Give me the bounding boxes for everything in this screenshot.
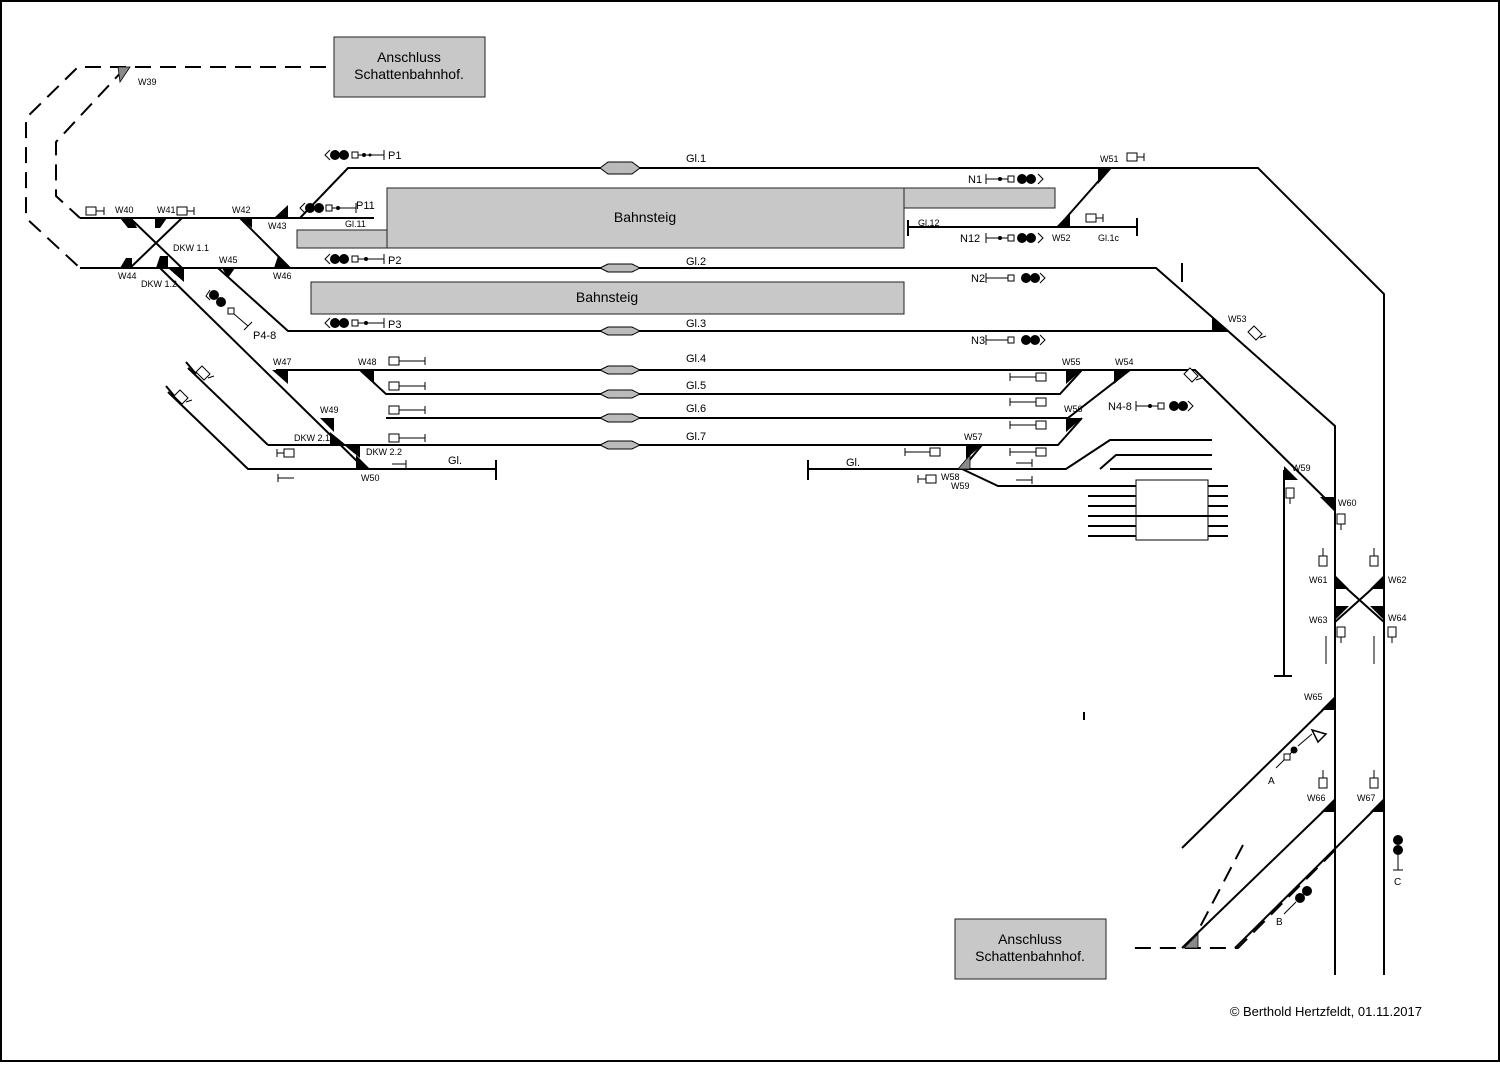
switch-label-w65: W65 (1304, 692, 1323, 702)
switch-label-w52: W52 (1052, 233, 1071, 243)
track-label-gl7: Gl.7 (686, 431, 706, 443)
signal-labels: P1 P11 P2 P3 P4-8 N1 N12 N2 N3 N4-8 A B … (253, 150, 1401, 928)
switch-label-w50: W50 (361, 473, 380, 483)
dashed-connections (25, 66, 1336, 949)
bahnsteig-1: Bahnsteig (296, 187, 1056, 249)
tracks (80, 167, 1385, 975)
switch-label-w49: W49 (320, 405, 339, 415)
signal-b (1283, 886, 1312, 915)
signal-label-b: B (1276, 917, 1283, 928)
switch-label-w51: W51 (1100, 154, 1119, 164)
switch-label-w45: W45 (219, 255, 238, 265)
signal-label-n48: N4-8 (1108, 401, 1132, 413)
anschluss-bottom-line2: Schattenbahnhof. (975, 948, 1085, 964)
switch-label-dkw21: DKW 2.1 (294, 433, 330, 443)
switch-label-w62: W62 (1388, 575, 1407, 585)
switch-label-w59-lower: W59 (951, 481, 970, 491)
signal-label-p1: P1 (388, 150, 401, 162)
switch-label-w58: W58 (941, 472, 960, 482)
main-signals (205, 149, 1403, 915)
switch-label-w60: W60 (1338, 498, 1357, 508)
anschluss-top-line2: Schattenbahnhof. (354, 66, 464, 82)
signal-label-n1: N1 (968, 174, 982, 186)
track-label-gl12: Gl.12 (918, 218, 940, 228)
switch-label-w61: W61 (1309, 575, 1328, 585)
switch-label-w47: W47 (273, 357, 292, 367)
track-label-gl-right: Gl. (846, 457, 860, 469)
track-label-gl3: Gl.3 (686, 318, 706, 330)
track-label-gl4: Gl.4 (686, 353, 706, 365)
anschluss-bottom-line1: Anschluss (998, 931, 1062, 947)
switch-label-w64: W64 (1388, 613, 1407, 623)
switch-label-w63: W63 (1309, 615, 1328, 625)
track-label-gl11: Gl.11 (345, 219, 366, 229)
switch-label-w56: W56 (1064, 404, 1083, 414)
switch-label-w53: W53 (1228, 314, 1247, 324)
signal-label-a: A (1268, 776, 1275, 787)
switch-label-w67: W67 (1357, 793, 1376, 803)
switch-label-w66: W66 (1307, 793, 1326, 803)
anschluss-top-line1: Anschluss (377, 49, 441, 65)
signal-label-n3: N3 (971, 335, 985, 347)
signal-n2 (985, 272, 1046, 284)
signal-p11 (299, 202, 357, 214)
switch-label-dkw22: DKW 2.2 (366, 447, 402, 457)
bahnsteig-2: Bahnsteig (310, 281, 905, 315)
switch-label-w57: W57 (964, 432, 983, 442)
switch-label-w48: W48 (358, 357, 377, 367)
signal-n3 (985, 334, 1046, 346)
signal-n1 (985, 173, 1044, 185)
switch-label-w54: W54 (1115, 357, 1134, 367)
signal-n12 (985, 232, 1044, 244)
track-label-gl5: Gl.5 (686, 380, 706, 392)
signal-p3 (324, 317, 385, 329)
switch-markers (117, 66, 1384, 949)
switch-label-w59: W59 (1292, 463, 1311, 473)
shunting-signals (85, 152, 1397, 789)
anschluss-top-box: Anschluss Schattenbahnhof. (333, 36, 486, 98)
signal-label-n2: N2 (971, 273, 985, 285)
signal-label-p11: P11 (356, 200, 375, 212)
signal-p48 (205, 289, 253, 331)
switch-label-w44: W44 (118, 271, 137, 281)
anschluss-bottom-box: Anschluss Schattenbahnhof. (954, 918, 1107, 980)
bahnsteig-2-label: Bahnsteig (576, 289, 638, 305)
switch-label-w43: W43 (268, 221, 287, 231)
signal-label-p48: P4-8 (253, 330, 276, 342)
switch-label-dkw12: DKW 1.2 (141, 279, 177, 289)
direction-arrows (598, 161, 642, 450)
track-labels: Gl.1 Gl.2 Gl.3 Gl.4 Gl.5 Gl.6 Gl.7 Gl.11… (345, 153, 1120, 469)
switch-label-w40: W40 (115, 205, 134, 215)
signal-a (1275, 728, 1328, 769)
signal-label-p3: P3 (388, 319, 401, 331)
switch-label-w55: W55 (1062, 357, 1081, 367)
switch-label-w42: W42 (232, 205, 251, 215)
track-label-gl1c: Gl.1c (1098, 233, 1120, 243)
signal-c (1393, 835, 1403, 871)
signal-label-c: C (1394, 877, 1401, 888)
signal-p2 (324, 253, 385, 265)
bahnsteig-1-label: Bahnsteig (614, 209, 676, 225)
track-label-gl2: Gl.2 (686, 256, 706, 268)
switch-labels: W39 W40 W41 W42 W43 W44 W45 W46 W47 W48 … (115, 77, 1407, 803)
switch-label-w39: W39 (138, 77, 157, 87)
copyright-text: © Berthold Hertzfeldt, 01.11.2017 (1230, 1004, 1422, 1019)
switch-label-w41: W41 (157, 205, 176, 215)
signal-p1 (324, 149, 385, 161)
switch-label-w46: W46 (273, 271, 292, 281)
signal-n48 (1135, 400, 1194, 412)
track-label-gl-left: Gl. (448, 455, 462, 467)
switch-label-dkw11: DKW 1.1 (173, 243, 209, 253)
track-label-gl1: Gl.1 (686, 153, 706, 165)
track-label-gl6: Gl.6 (686, 403, 706, 415)
signal-label-p2: P2 (388, 255, 401, 267)
signal-label-n12: N12 (960, 233, 980, 245)
